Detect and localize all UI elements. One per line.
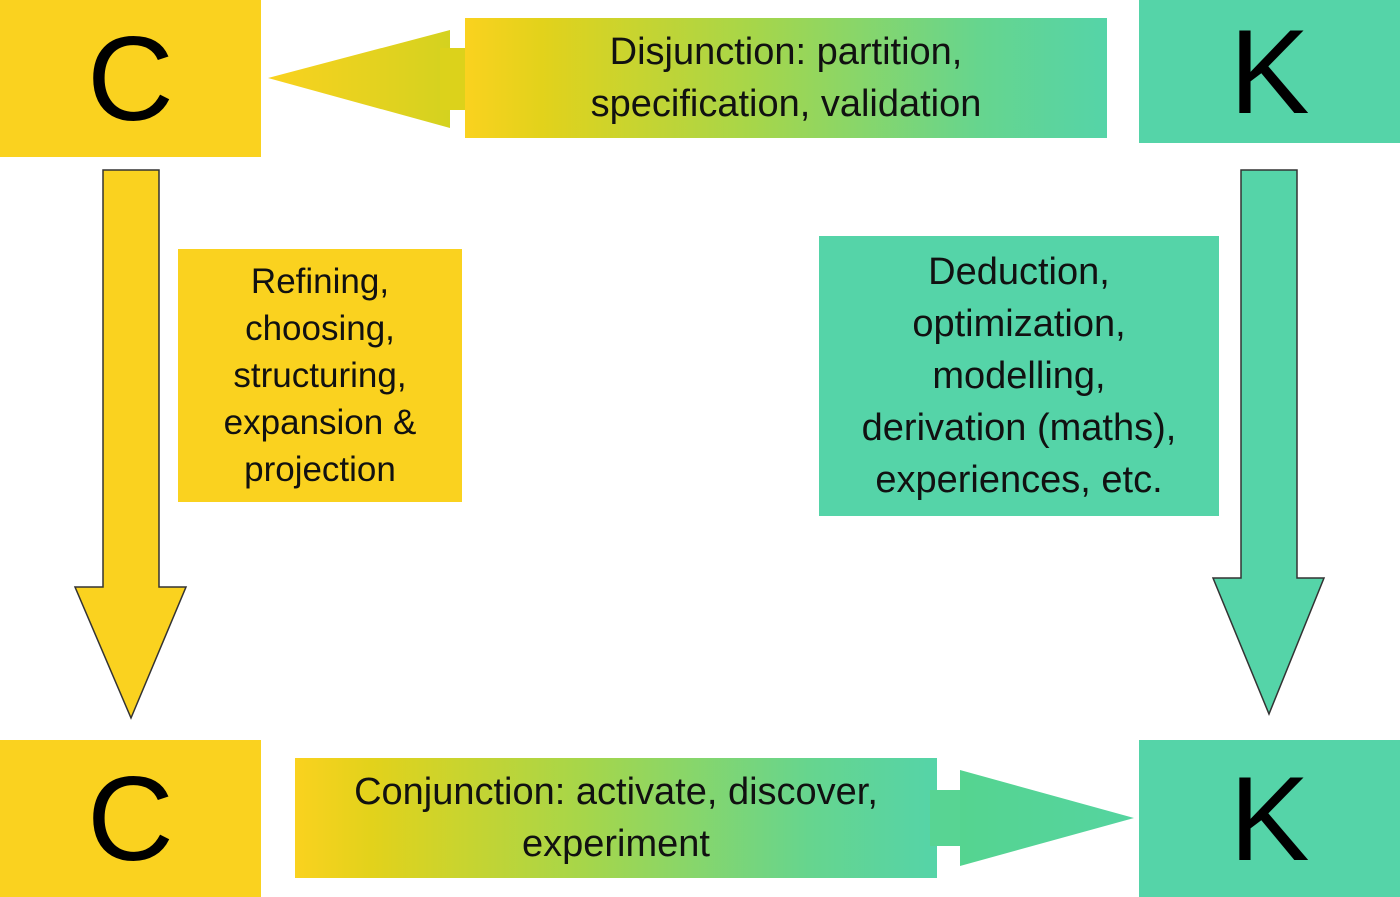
- k-to-k-arrow: [1211, 169, 1326, 716]
- concept-node-bottom: C: [0, 740, 261, 897]
- conjunction-label-line-1: Conjunction: activate, discover,: [354, 771, 878, 813]
- k-to-k-label-line-4: derivation (maths),: [861, 407, 1177, 449]
- concept-node-top: C: [0, 0, 261, 157]
- k-to-k-label-line-1: Deduction,: [928, 251, 1110, 293]
- conjunction-label: Conjunction: activate, discover, experim…: [295, 758, 937, 878]
- concept-node-top-letter: C: [87, 11, 174, 146]
- knowledge-node-bottom: K: [1139, 740, 1400, 897]
- disjunction-label-line-1: Disjunction: partition,: [609, 31, 963, 73]
- c-to-c-arrow: [73, 169, 188, 720]
- knowledge-node-top-letter: K: [1229, 4, 1310, 139]
- disjunction-arrowhead: [268, 30, 450, 128]
- conjunction-label-line-2: experiment: [522, 823, 710, 865]
- k-to-k-label-line-3: modelling,: [932, 355, 1106, 397]
- disjunction-label-line-2: specification, validation: [590, 83, 982, 125]
- c-to-c-label-line-5: projection: [244, 450, 396, 489]
- conjunction-arrow-body: [295, 758, 937, 878]
- c-to-c-label-line-4: expansion &: [223, 403, 417, 442]
- concept-node-bottom-letter: C: [87, 751, 174, 886]
- c-to-c-label-line-3: structuring,: [233, 356, 407, 395]
- knowledge-node-top: K: [1139, 0, 1400, 143]
- knowledge-node-bottom-letter: K: [1229, 751, 1310, 886]
- c-to-c-label-line-1: Refining,: [250, 262, 390, 301]
- disjunction-arrow-body: [465, 18, 1107, 138]
- k-to-k-label: Deduction, optimization, modelling, deri…: [819, 236, 1219, 516]
- k-to-k-label-line-5: experiences, etc.: [875, 459, 1163, 501]
- conjunction-arrowhead: [960, 770, 1134, 866]
- k-to-k-label-line-2: optimization,: [912, 303, 1126, 345]
- c-to-c-label-line-2: choosing,: [245, 309, 395, 348]
- c-to-c-label: Refining, choosing, structuring, expansi…: [178, 249, 462, 502]
- disjunction-label: Disjunction: partition, specification, v…: [465, 18, 1107, 138]
